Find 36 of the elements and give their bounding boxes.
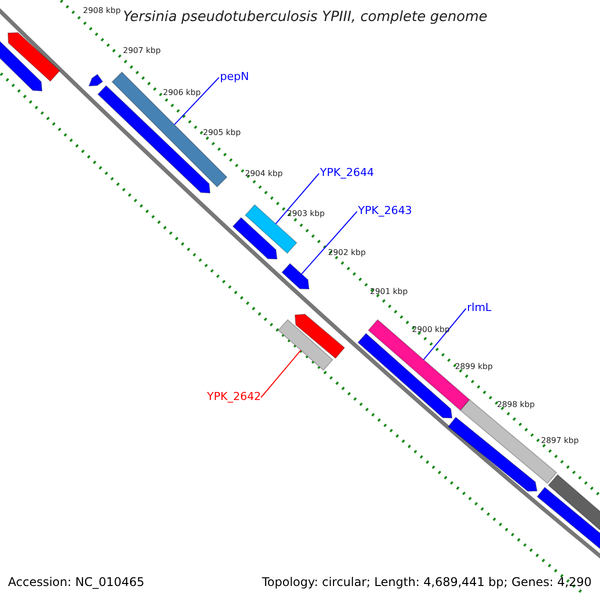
tick-label: 2905 kbp	[203, 129, 241, 137]
gene-label: YPK_2642	[207, 391, 262, 402]
leader-line	[423, 308, 466, 360]
gene-feature	[281, 262, 310, 290]
tick-label: 2904 kbp	[245, 170, 283, 178]
gene-label: YPK_2643	[358, 205, 412, 216]
gene-label: rlmL	[467, 302, 492, 313]
leader-line	[275, 173, 320, 224]
gene-feature	[278, 319, 334, 371]
gene-feature	[536, 486, 600, 550]
tick-label: 2903 kbp	[287, 210, 325, 218]
leader-line	[174, 77, 220, 126]
leader-line	[260, 350, 302, 398]
gene-feature	[232, 216, 278, 260]
tick-label: 2900 kbp	[412, 326, 450, 334]
footer-text: Accession: NC_010465	[8, 576, 144, 588]
gene-label: YPK_2644	[320, 167, 374, 178]
gene-feature	[548, 474, 600, 531]
tick-label: 2898 kbp	[497, 401, 535, 409]
gene-feature	[88, 74, 104, 87]
tick-label: 2901 kbp	[370, 288, 408, 296]
tick-label: 2897 kbp	[541, 437, 579, 445]
gene-feature	[0, 40, 43, 92]
title: Yersinia pseudotuberculosis YPIII, complete genome	[123, 10, 488, 24]
footer-text: Topology: circular; Length: 4,689,441 bp; Genes: 4,290	[262, 576, 592, 588]
gene-feature	[7, 32, 60, 82]
gene-label: pepN	[220, 71, 249, 82]
tick-label: 2899 kbp	[455, 363, 493, 371]
tick-label: 2908 kbp	[83, 7, 121, 15]
leader-line	[301, 211, 358, 275]
tick-label: 2906 kbp	[163, 89, 201, 97]
gene-feature	[294, 314, 346, 359]
gene-feature	[448, 416, 538, 492]
tick-label: 2907 kbp	[123, 47, 161, 55]
gene-feature	[357, 332, 453, 419]
tick-label: 2902 kbp	[328, 249, 366, 257]
